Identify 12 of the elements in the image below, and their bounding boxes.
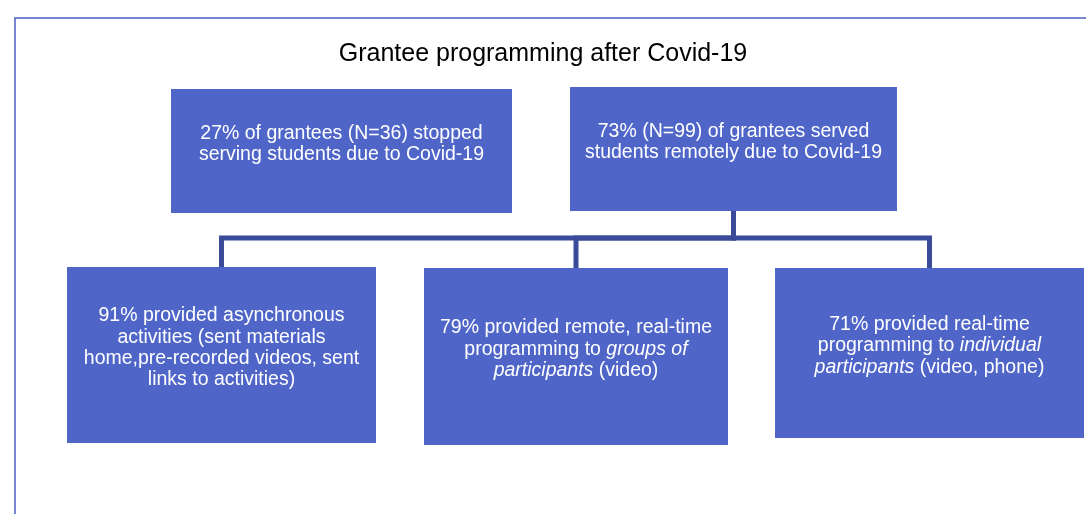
box-text: 71% provided real-time programming to individual participants (video, phone) bbox=[813, 312, 1046, 378]
text-box bbox=[775, 268, 1084, 438]
text-box bbox=[67, 267, 376, 443]
connector-line bbox=[731, 211, 932, 268]
box-text: 91% provided asynchronous activities (sent materials home,pre-recorded videos, sent links to activities) bbox=[82, 304, 361, 390]
text-box bbox=[171, 89, 512, 213]
text-box bbox=[570, 87, 897, 211]
diagram-title: Grantee programming after Covid-19 bbox=[337, 38, 749, 67]
box-text: 73% (N=99) of grantees served students remotely due to Covid-19 bbox=[584, 119, 883, 163]
text-box bbox=[424, 268, 728, 445]
box-text: 27% of grantees (N=36) stopped serving students due to Covid-19 bbox=[197, 121, 486, 165]
box-text: 79% provided remote, real-time programming to groups of participants (video) bbox=[438, 316, 713, 381]
